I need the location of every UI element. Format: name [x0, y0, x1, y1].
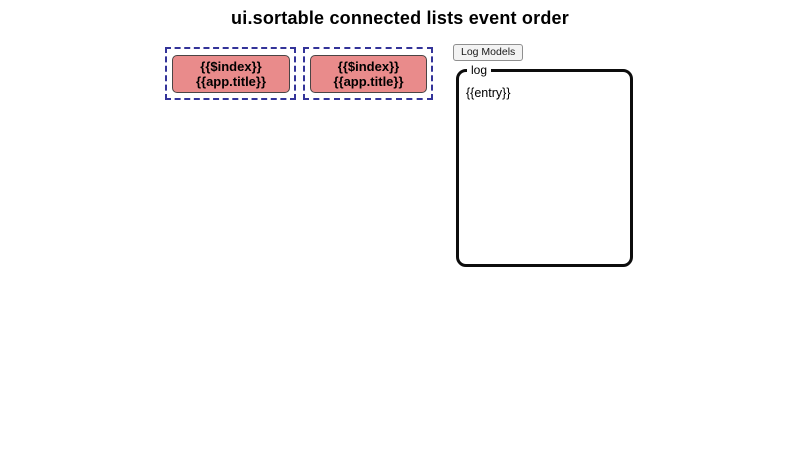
- page-title: ui.sortable connected lists event order: [231, 8, 569, 28]
- log-fieldset: log {{entry}}: [456, 63, 633, 267]
- sortable-item[interactable]: {{$index}} {{app.title}}: [172, 55, 290, 93]
- item-title-label: {{app.title}}: [195, 74, 267, 89]
- log-legend: log: [467, 63, 492, 78]
- item-title-label: {{app.title}}: [333, 74, 404, 89]
- sortable-list-1[interactable]: {{$index}} {{app.title}}: [165, 47, 296, 100]
- item-index-label: {{$index}}: [337, 58, 400, 74]
- sortable-list-2[interactable]: {{$index}} {{app.title}}: [303, 47, 433, 100]
- log-entry: {{entry}}: [466, 86, 511, 100]
- item-index-label: {{$index}}: [200, 58, 262, 74]
- sortable-item[interactable]: {{$index}} {{app.title}}: [310, 55, 427, 93]
- log-models-button[interactable]: Log Models: [453, 44, 524, 61]
